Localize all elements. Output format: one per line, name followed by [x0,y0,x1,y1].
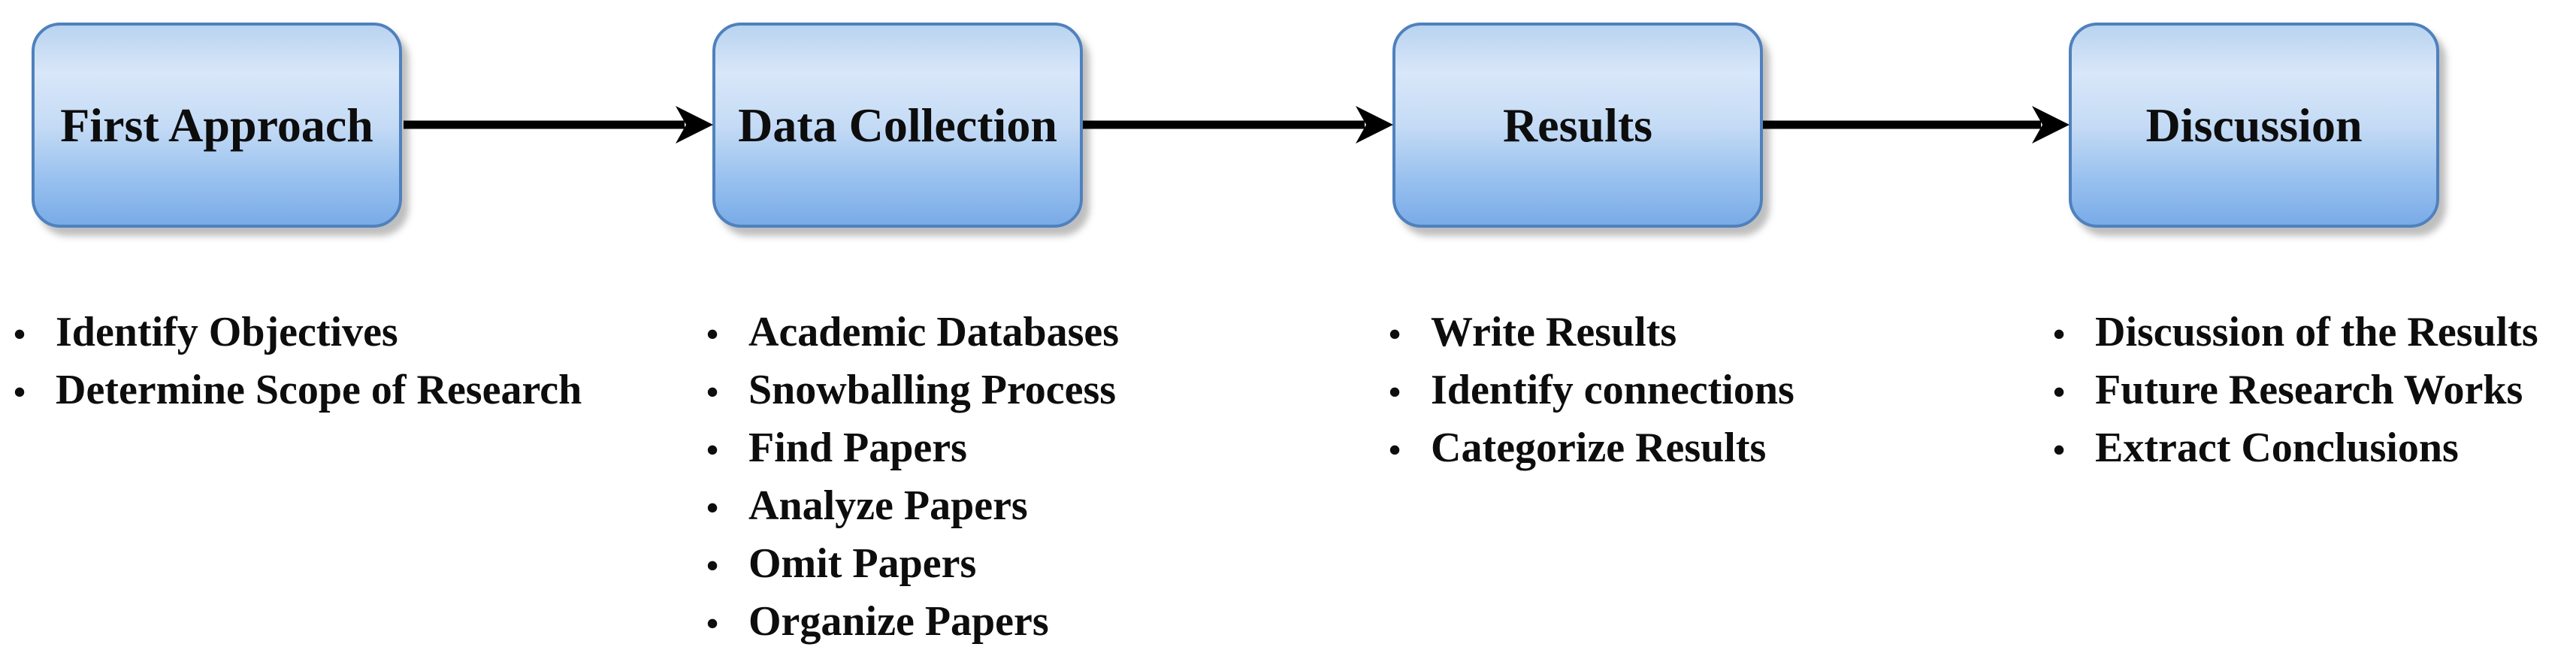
list-item-text: Future Research Works [2095,367,2523,413]
bullet-icon: • [706,604,719,642]
list-item-text: Find Papers [748,425,967,471]
list-item-text: Categorize Results [1431,425,1767,471]
bullet-icon: • [706,431,719,469]
list-item-text: Discussion of the Results [2095,309,2538,355]
bullet-icon: • [14,315,26,353]
list-item: • Determine Scope of Research [14,362,582,420]
bullet-icon: • [706,373,719,411]
stage-box-first-approach: First Approach [32,23,402,228]
list-item-text: Omit Papers [748,540,977,587]
list-item: • Organize Papers [706,594,1119,650]
stage-title-first-approach: First Approach [60,98,373,152]
list-item: • Future Research Works [2053,362,2538,420]
list-item: • Discussion of the Results [2053,304,2538,362]
list-item-text: Extract Conclusions [2095,425,2459,471]
list-item-text: Identify connections [1431,367,1794,413]
notes-data-collection: • Academic Databases • Snowballing Proce… [706,304,1119,650]
stage-box-discussion: Discussion [2069,23,2439,228]
bullet-icon: • [14,373,26,411]
bullet-icon: • [1389,315,1401,353]
list-item: • Write Results [1389,304,1794,362]
bullet-icon: • [2053,431,2066,469]
stage-box-results: Results [1392,23,1763,228]
flow-arrow-2-icon [1083,106,1393,144]
stage-title-results: Results [1502,98,1653,152]
list-item: • Analyze Papers [706,478,1119,536]
list-item: • Identify Objectives [14,304,582,362]
list-item: • Academic Databases [706,304,1119,362]
bullet-icon: • [2053,373,2066,411]
stage-box-data-collection: Data Collection [712,23,1083,228]
list-item-text: Write Results [1431,309,1677,355]
bullet-icon: • [706,546,719,585]
list-item-text: Snowballing Process [748,367,1117,413]
list-item: • Extract Conclusions [2053,420,2538,478]
stage-title-data-collection: Data Collection [738,98,1057,152]
list-item-text: Identify Objectives [56,309,398,355]
bullet-icon: • [2053,315,2066,353]
bullet-icon: • [1389,373,1401,411]
stage-title-discussion: Discussion [2145,98,2363,152]
list-item: • Find Papers [706,420,1119,478]
notes-discussion: • Discussion of the Results • Future Res… [2053,304,2538,478]
list-item-text: Organize Papers [748,598,1049,645]
list-item-text: Determine Scope of Research [56,367,582,413]
list-item-text: Academic Databases [748,309,1120,355]
list-item: • Categorize Results [1389,420,1794,478]
notes-results: • Write Results • Identify connections •… [1389,304,1794,478]
list-item: • Omit Papers [706,536,1119,594]
flow-arrow-1-icon [404,106,713,144]
notes-first-approach: • Identify Objectives • Determine Scope … [14,304,582,420]
flow-arrow-3-icon [1763,106,2070,144]
bullet-icon: • [1389,431,1401,469]
list-item: • Identify connections [1389,362,1794,420]
list-item-text: Analyze Papers [748,482,1028,529]
bullet-icon: • [706,315,719,353]
bullet-icon: • [706,488,719,527]
list-item: • Snowballing Process [706,362,1119,420]
